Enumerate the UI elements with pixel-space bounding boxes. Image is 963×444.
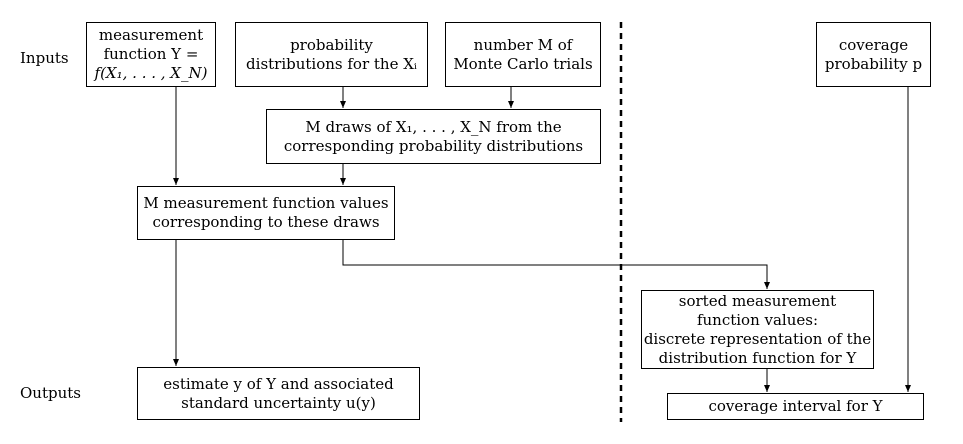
m-draws-box: M draws of X₁, . . . , X_N from the corr…: [266, 109, 601, 164]
monte-carlo-trials-line1: number M of: [473, 35, 573, 54]
monte-carlo-trials-line2: Monte Carlo trials: [453, 54, 593, 73]
measurement-function-line2: function Y =: [103, 45, 199, 63]
m-function-values-box: M measurement function values correspond…: [137, 186, 395, 240]
outputs-label: Outputs: [20, 384, 81, 402]
sorted-values-line3: discrete representation of the: [643, 329, 872, 348]
probability-distributions-line2: distributions for the Xᵢ: [246, 54, 417, 73]
probability-distributions-box: probability distributions for the Xᵢ: [235, 22, 428, 87]
sorted-values-line4: distribution function for Y: [658, 348, 857, 367]
measurement-function-line1: measurement: [98, 26, 204, 44]
coverage-probability-line1: coverage: [838, 35, 909, 54]
estimate-line2: standard uncertainty u(y): [181, 393, 376, 412]
estimate-box: estimate y of Y and associated standard …: [137, 367, 420, 420]
m-draws-line1: M draws of X₁, . . . , X_N from the: [305, 117, 562, 136]
sorted-values-line1: sorted measurement: [678, 291, 837, 310]
coverage-probability-line2: probability p: [824, 54, 923, 73]
sorted-values-line2: function values:: [696, 310, 819, 329]
sorted-values-box: sorted measurement function values: disc…: [641, 290, 874, 369]
m-draws-line2: corresponding probability distributions: [283, 136, 584, 155]
probability-distributions-line1: probability: [290, 35, 373, 54]
m-function-values-line1: M measurement function values: [143, 194, 389, 212]
arrow-values-to-sorted: [342, 240, 770, 289]
coverage-probability-box: coverage probability p: [816, 22, 931, 87]
estimate-line1: estimate y of Y and associated: [163, 374, 394, 393]
coverage-interval-box: coverage interval for Y: [667, 393, 924, 420]
monte-carlo-trials-box: number M of Monte Carlo trials: [445, 22, 601, 87]
measurement-function-line3: f(X₁, . . . , X_N): [94, 64, 208, 82]
m-function-values-line2: corresponding to these draws: [152, 213, 380, 231]
inputs-label: Inputs: [20, 49, 69, 67]
measurement-function-box: measurement function Y = f(X₁, . . . , X…: [86, 22, 216, 87]
coverage-interval-line1: coverage interval for Y: [708, 397, 883, 415]
